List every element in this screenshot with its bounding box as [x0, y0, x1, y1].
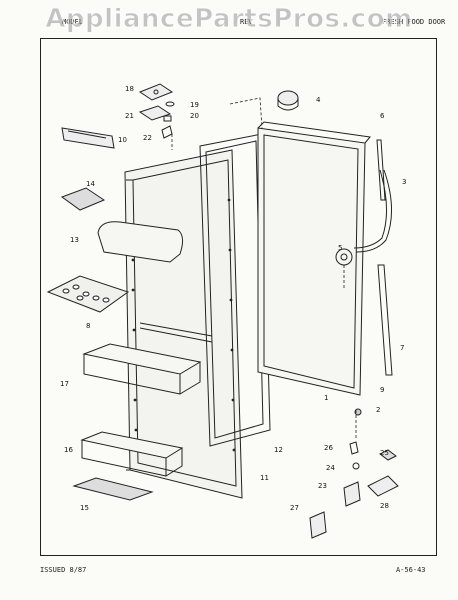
- callout-13: 13: [70, 236, 79, 244]
- issued-date: ISSUED 8/87: [40, 566, 87, 574]
- diagram-frame: [40, 38, 437, 556]
- callout-26: 26: [324, 444, 333, 452]
- callout-19: 19: [190, 101, 199, 109]
- callout-24: 24: [326, 464, 335, 472]
- callout-2: 2: [376, 406, 380, 414]
- callout-1: 1: [324, 394, 328, 402]
- callout-28: 28: [380, 502, 389, 510]
- callout-10: 10: [118, 136, 127, 144]
- door-gasket: [199, 133, 271, 447]
- callout-4: 4: [316, 96, 321, 104]
- callout-14: 14: [86, 180, 95, 188]
- header-model: MODEL: [62, 18, 84, 26]
- callout-25: 25: [380, 449, 389, 457]
- bottom-bin: [72, 431, 184, 501]
- callout-16: 16: [64, 446, 73, 454]
- callout-5: 5: [338, 244, 342, 252]
- callout-3: 3: [402, 178, 406, 186]
- door-shelf-bin: [82, 343, 202, 395]
- callout-11: 11: [260, 474, 269, 482]
- callout-20: 20: [190, 112, 199, 120]
- watermark: AppliancePartsPros.com: [45, 4, 413, 35]
- callout-21: 21: [125, 112, 134, 120]
- trim-strip: [376, 139, 393, 376]
- door-bar: [61, 127, 115, 149]
- top-cap: [277, 90, 299, 111]
- header-title: FRESH FOOD DOOR: [382, 18, 446, 26]
- callout-9: 9: [380, 386, 384, 394]
- top-hinge-parts: [138, 83, 175, 139]
- butter-compartment: [60, 187, 184, 263]
- callout-22: 22: [143, 134, 152, 142]
- callout-15: 15: [80, 504, 89, 512]
- outer-door-panel: [257, 121, 371, 396]
- callout-7: 7: [400, 344, 404, 352]
- callout-23: 23: [318, 482, 327, 490]
- header-rev: REV: [240, 18, 253, 26]
- callout-12: 12: [274, 446, 283, 454]
- callout-17: 17: [60, 380, 69, 388]
- callout-6: 6: [380, 112, 385, 120]
- callout-8: 8: [86, 322, 90, 330]
- diagram-code: A-56-43: [396, 566, 426, 574]
- callout-labels: 18 19 21 20 22 10 4 6 3 14 13 5 8 7 9 17…: [60, 85, 406, 512]
- egg-tray: [46, 275, 130, 313]
- bottom-hinge-parts: [309, 408, 399, 539]
- callout-18: 18: [125, 85, 134, 93]
- callout-27: 27: [290, 504, 299, 512]
